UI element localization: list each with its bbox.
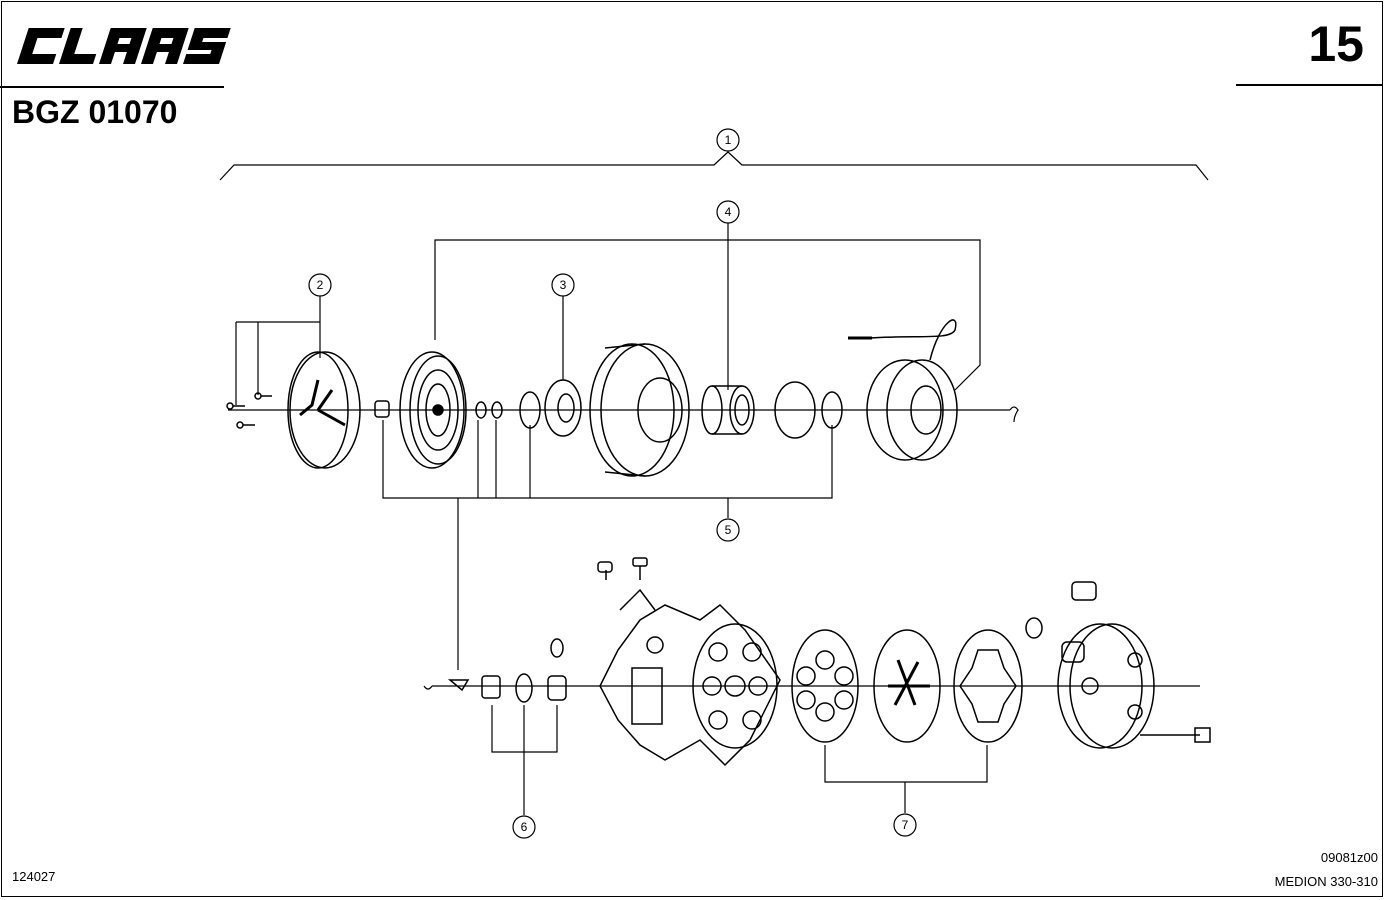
callout-3: 3 (551, 273, 575, 297)
svg-text:1: 1 (725, 133, 732, 147)
page-number: 15 (1308, 16, 1364, 72)
svg-text:2: 2 (317, 278, 324, 292)
callout-7: 7 (893, 813, 917, 837)
claas-logo (17, 28, 231, 64)
group-code: BGZ 01070 (12, 94, 178, 130)
callout-4: 4 (716, 200, 740, 224)
callout-group: 1 4 2 3 5 6 7 (308, 128, 917, 839)
drawing-reference: 124027 (12, 869, 56, 884)
callout-1: 1 (716, 128, 740, 152)
callout-6: 6 (512, 815, 536, 839)
model-name: MEDION 330-310 (1274, 874, 1378, 889)
callout-2: 2 (308, 273, 332, 297)
header-rule-right (1236, 84, 1382, 86)
header-rule-left (0, 86, 224, 88)
document-code: 09081z00 (1320, 850, 1378, 865)
svg-text:6: 6 (521, 820, 528, 834)
svg-text:3: 3 (560, 278, 567, 292)
callout-5: 5 (716, 518, 740, 542)
svg-text:4: 4 (725, 205, 732, 219)
svg-text:7: 7 (902, 818, 909, 832)
svg-text:5: 5 (725, 523, 732, 537)
